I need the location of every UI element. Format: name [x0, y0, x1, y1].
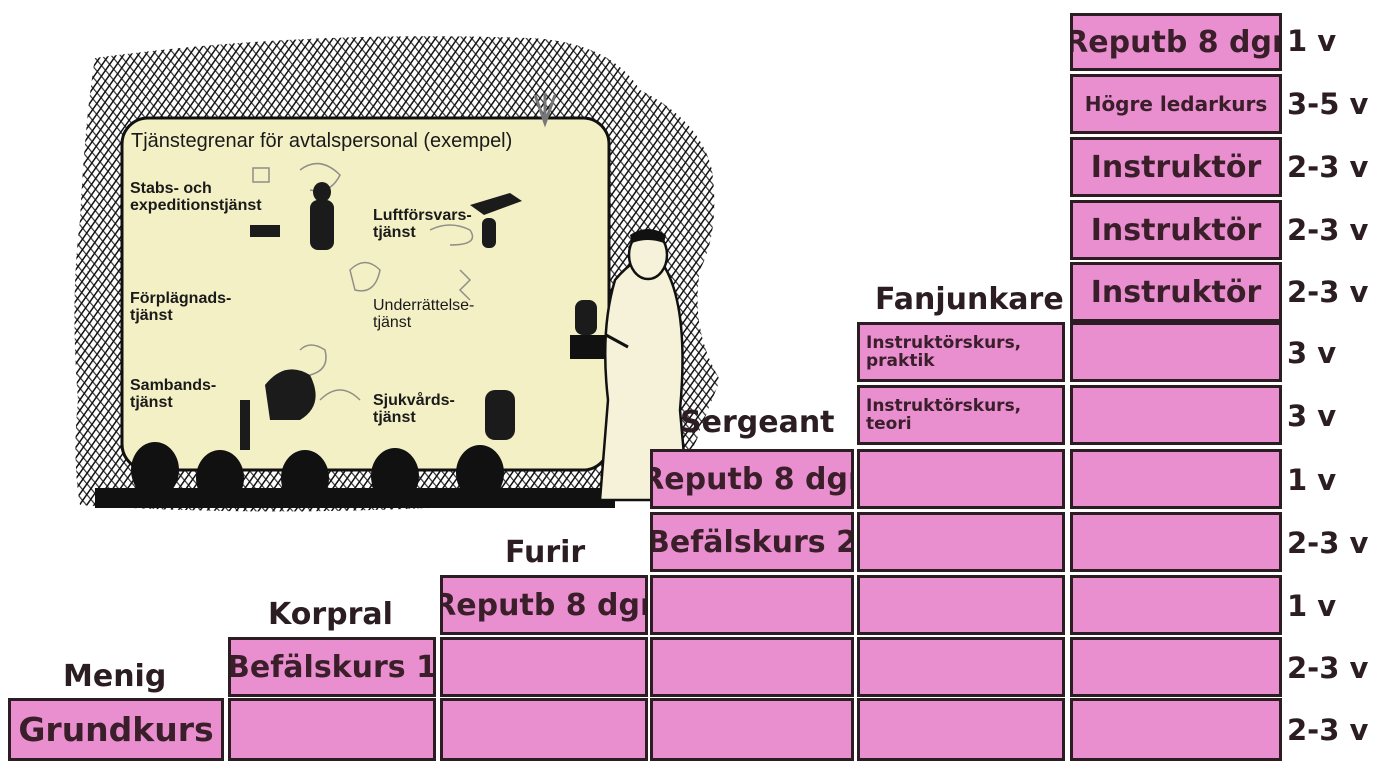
step-cell — [1070, 575, 1282, 635]
step-cell — [1070, 512, 1282, 572]
course-reputb-top: Reputb 8 dgr — [1070, 13, 1282, 71]
step-cell — [857, 512, 1065, 572]
step-cell — [1070, 698, 1282, 761]
course-instruktor-3: Instruktör — [1070, 137, 1282, 197]
step-cell — [650, 698, 854, 761]
illustration-title: Tjänstegrenar för avtalspersonal (exempe… — [131, 130, 512, 153]
duration-label: 2-3 v — [1287, 526, 1368, 560]
step-cell — [440, 698, 648, 761]
rank-fanjunkare: Fanjunkare — [875, 282, 1064, 317]
course-reputb-sergeant: Reputb 8 dgr — [650, 449, 854, 509]
step-cell — [650, 637, 854, 697]
step-cell — [1070, 385, 1282, 445]
branch-label-luftforsvar: Luftförsvars-tjänst — [373, 207, 493, 241]
rank-menig: Menig — [63, 659, 166, 694]
rank-furir: Furir — [505, 535, 585, 570]
branch-label-sambands: Sambands-tjänst — [130, 377, 220, 411]
step-cell — [650, 575, 854, 635]
duration-label: 3 v — [1287, 336, 1336, 370]
course-reputb-furir: Reputb 8 dgr — [440, 575, 648, 635]
duration-label: 1 v — [1287, 589, 1336, 623]
branch-label-stabs: Stabs- och expeditionstjänst — [130, 180, 270, 214]
branch-label-sjukvards: Sjukvårds-tjänst — [373, 392, 463, 426]
duration-label: 2-3 v — [1287, 651, 1368, 685]
branch-label-underrattelse: Underrättelse-tjänst — [373, 297, 493, 331]
step-cell — [1070, 322, 1282, 382]
step-cell — [857, 698, 1065, 761]
course-instruktorskurs-praktik: Instruktörskurs, praktik — [857, 322, 1065, 382]
course-befalskurs-2: Befälskurs 2 — [650, 512, 854, 572]
rank-sergeant: Sergeant — [680, 405, 835, 440]
step-cell — [857, 575, 1065, 635]
step-cell — [1070, 449, 1282, 509]
duration-label: 2-3 v — [1287, 275, 1368, 309]
classroom-illustration — [0, 0, 720, 525]
course-instruktor-2: Instruktör — [1070, 200, 1282, 260]
step-cell — [857, 449, 1065, 509]
step-cell — [857, 637, 1065, 697]
step-cell — [1070, 637, 1282, 697]
duration-label: 2-3 v — [1287, 213, 1368, 247]
duration-label: 2-3 v — [1287, 713, 1368, 747]
branch-label-forplagnad: Förplägnads-tjänst — [130, 290, 240, 324]
rank-korpral: Korpral — [268, 597, 393, 632]
duration-label: 3 v — [1287, 399, 1336, 433]
duration-label: 2-3 v — [1287, 150, 1368, 184]
step-cell — [440, 637, 648, 697]
course-grundkurs: Grundkurs — [8, 698, 224, 761]
course-befalskurs-1: Befälskurs 1 — [228, 637, 436, 697]
duration-label: 1 v — [1287, 24, 1336, 58]
duration-label: 3-5 v — [1287, 87, 1368, 121]
duration-label: 1 v — [1287, 463, 1336, 497]
step-cell — [228, 698, 436, 761]
course-hogre-ledarkurs: Högre ledarkurs — [1070, 74, 1282, 134]
course-instruktorskurs-teori: Instruktörskurs, teori — [857, 385, 1065, 445]
course-instruktor-1: Instruktör — [1070, 262, 1282, 322]
